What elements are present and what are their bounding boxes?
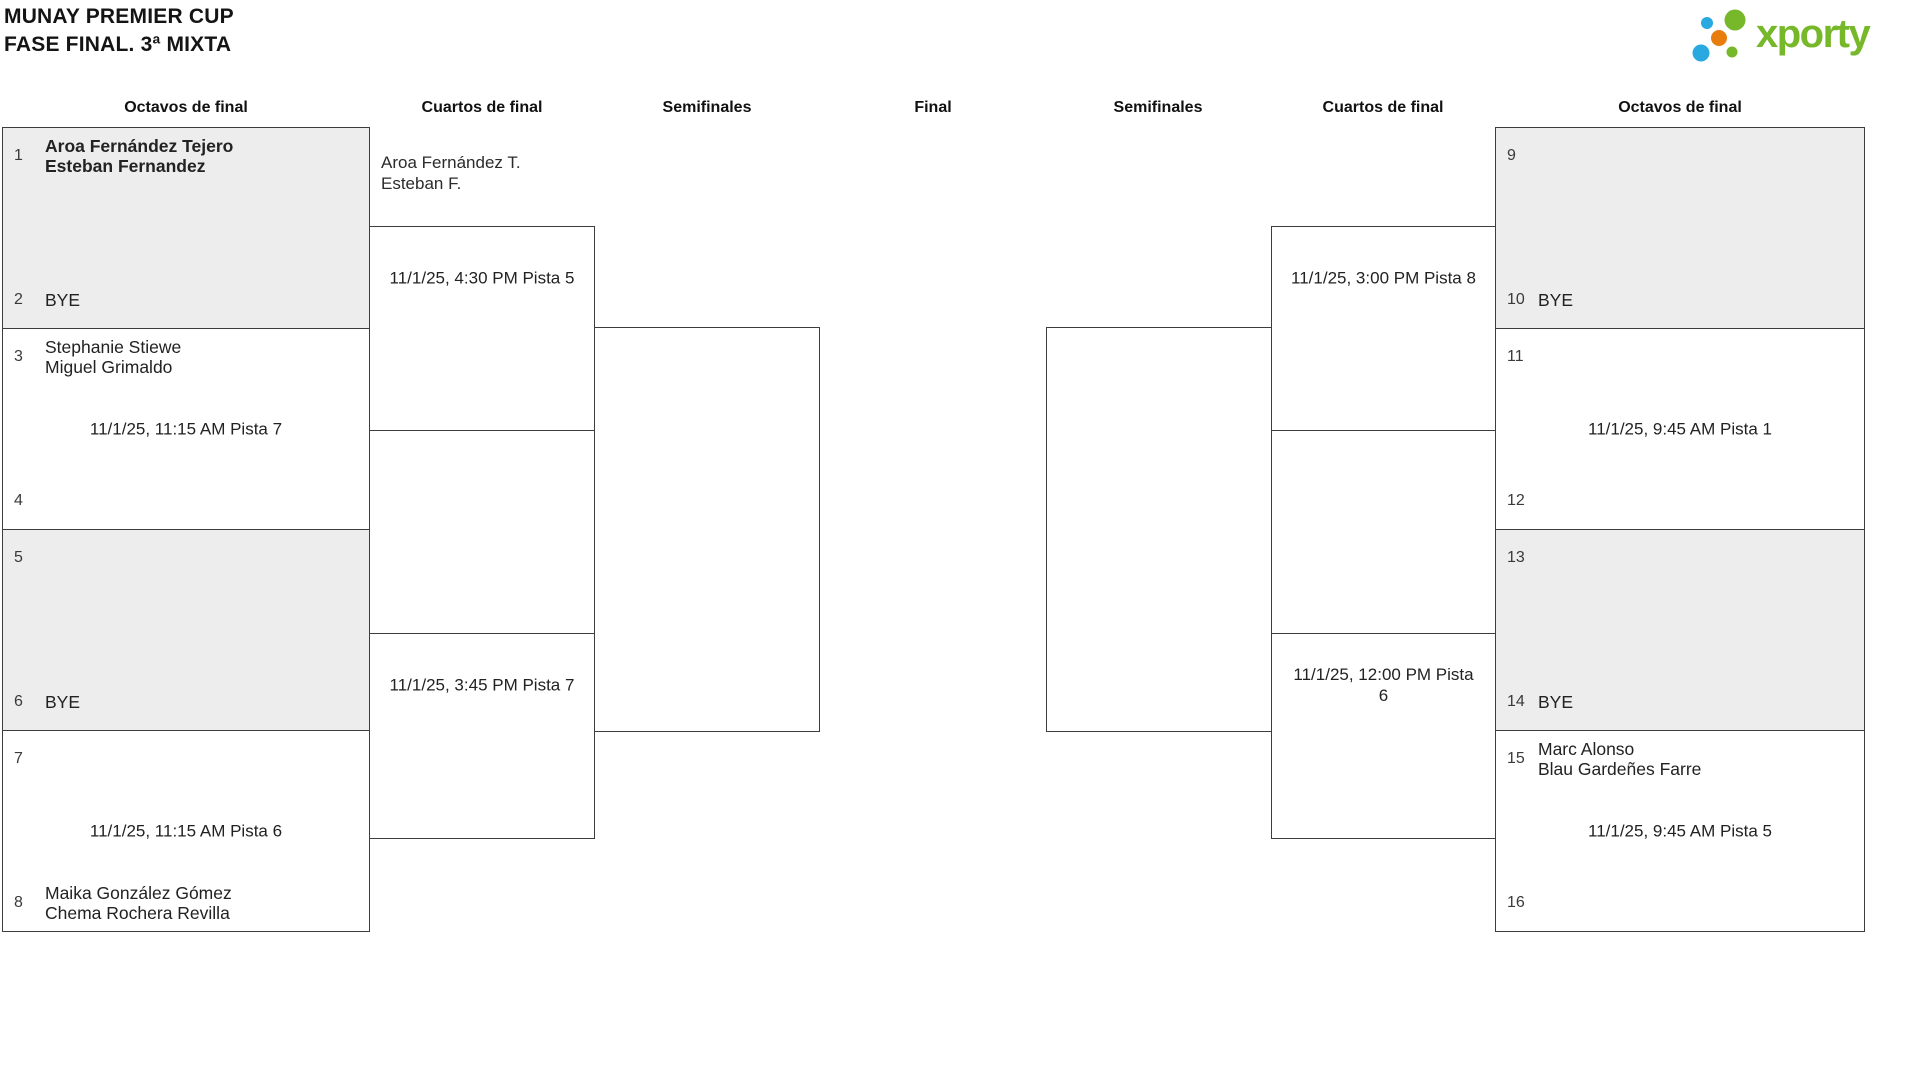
seed-number: 2 [14, 291, 23, 308]
team-names: BYE [1538, 290, 1574, 310]
match-box-seeds-9-10[interactable]: 9 10 BYE [1496, 128, 1864, 328]
seed-number: 8 [14, 894, 23, 911]
seed-number: 11 [1507, 348, 1524, 365]
round-header-octavos-right: Octavos de final [1618, 99, 1742, 116]
advanced-team-label: Aroa Fernández T. Esteban F. [381, 153, 521, 193]
team-names: Aroa Fernández Tejero Esteban Fernandez [45, 136, 234, 176]
octavos-right-column: 9 10 BYE 11 [1495, 127, 1865, 932]
match-slot-bottom: 2 BYE [14, 280, 361, 320]
match-slot-bottom: 16 [1507, 883, 1856, 923]
match-slot-top: 9 [1507, 136, 1856, 176]
match-box-seeds-3-4[interactable]: 3 Stephanie Stiewe Miguel Grimaldo 11/1/… [3, 328, 369, 529]
seed-number: 15 [1507, 750, 1525, 767]
quarterfinal-box-left-top[interactable]: 11/1/25, 4:30 PM Pista 5 [369, 226, 595, 431]
team-names: BYE [1538, 692, 1574, 712]
team-names: Maika González Gómez Chema Rochera Revil… [45, 883, 232, 923]
seed-number: 14 [1507, 693, 1525, 710]
round-header-final: Final [914, 99, 952, 116]
logo-dots-icon [1692, 9, 1746, 62]
match-box-seeds-13-14[interactable]: 13 14 BYE [1496, 529, 1864, 730]
seed-number: 6 [14, 693, 23, 710]
semifinal-box-right[interactable] [1046, 327, 1272, 732]
quarterfinal-box-left-bottom[interactable]: 11/1/25, 3:45 PM Pista 7 [369, 633, 595, 839]
match-slot-bottom: 12 [1507, 481, 1856, 521]
match-slot-top: 13 [1507, 538, 1856, 578]
match-slot-bottom: 6 BYE [14, 682, 361, 722]
seed-number: 7 [14, 750, 23, 767]
match-slot-top: 3 Stephanie Stiewe Miguel Grimaldo [14, 337, 361, 377]
seed-number: 5 [14, 549, 23, 566]
seed-number: 1 [14, 147, 23, 164]
seed-number: 4 [14, 492, 23, 509]
seed-number: 3 [14, 348, 23, 365]
match-box-seeds-1-2[interactable]: 1 Aroa Fernández Tejero Esteban Fernande… [3, 128, 369, 328]
seed-number: 13 [1507, 549, 1525, 566]
seed-number: 10 [1507, 291, 1525, 308]
match-slot-top: 7 [14, 739, 361, 779]
match-slot-bottom: 8 Maika González Gómez Chema Rochera Rev… [14, 883, 361, 923]
team-names: Marc Alonso Blau Gardeñes Farre [1538, 739, 1702, 779]
match-box-seeds-5-6[interactable]: 5 6 BYE [3, 529, 369, 730]
match-schedule: 11/1/25, 9:45 AM Pista 5 [1588, 821, 1772, 841]
xporty-logo[interactable]: xporty [1686, 0, 1918, 68]
quarterfinal-box-right-bottom[interactable]: 11/1/25, 12:00 PM Pista 6 [1271, 633, 1496, 839]
match-schedule: 11/1/25, 3:45 PM Pista 7 [389, 675, 575, 695]
team-names: BYE [45, 290, 81, 310]
round-header-octavos-left: Octavos de final [124, 99, 248, 116]
match-slot-top: 11 [1507, 337, 1856, 377]
match-slot-top: 15 Marc Alonso Blau Gardeñes Farre [1507, 739, 1856, 779]
round-header-cuartos-left: Cuartos de final [421, 99, 543, 116]
logo-wordmark: xporty [1756, 12, 1871, 56]
match-slot-bottom: 10 BYE [1507, 280, 1856, 320]
team-names: Stephanie Stiewe Miguel Grimaldo [45, 337, 182, 377]
match-schedule: 11/1/25, 11:15 AM Pista 7 [89, 419, 283, 439]
team-names: BYE [45, 692, 81, 712]
round-header-cuartos-right: Cuartos de final [1322, 99, 1444, 116]
round-header-semis-left: Semifinales [662, 99, 752, 116]
match-schedule: 11/1/25, 11:15 AM Pista 6 [89, 821, 283, 841]
title-line-2: FASE FINAL. 3ª MIXTA [4, 33, 232, 56]
page-title: MUNAY PREMIER CUP FASE FINAL. 3ª MIXTA [4, 3, 234, 59]
semifinal-box-left[interactable] [594, 327, 820, 732]
match-slot-top: 5 [14, 538, 361, 578]
seed-number: 9 [1507, 147, 1516, 164]
quarterfinal-box-right-top[interactable]: 11/1/25, 3:00 PM Pista 8 [1271, 226, 1496, 431]
title-line-1: MUNAY PREMIER CUP [4, 5, 234, 28]
match-schedule: 11/1/25, 4:30 PM Pista 5 [389, 268, 575, 288]
match-box-seeds-7-8[interactable]: 7 11/1/25, 11:15 AM Pista 6 8 Maika Gonz… [3, 730, 369, 931]
match-slot-top: 1 Aroa Fernández Tejero Esteban Fernande… [14, 136, 361, 176]
match-box-seeds-11-12[interactable]: 11 11/1/25, 9:45 AM Pista 1 12 [1496, 328, 1864, 529]
seed-number: 16 [1507, 894, 1525, 911]
match-slot-bottom: 4 [14, 481, 361, 521]
match-schedule: 11/1/25, 12:00 PM Pista 6 [1293, 665, 1474, 705]
match-box-seeds-15-16[interactable]: 15 Marc Alonso Blau Gardeñes Farre 11/1/… [1496, 730, 1864, 931]
match-slot-bottom: 14 BYE [1507, 682, 1856, 722]
match-schedule: 11/1/25, 9:45 AM Pista 1 [1588, 419, 1772, 439]
round-header-semis-right: Semifinales [1113, 99, 1203, 116]
seed-number: 12 [1507, 492, 1525, 509]
octavos-left-column: 1 Aroa Fernández Tejero Esteban Fernande… [2, 127, 370, 932]
match-schedule: 11/1/25, 3:00 PM Pista 8 [1291, 268, 1476, 288]
